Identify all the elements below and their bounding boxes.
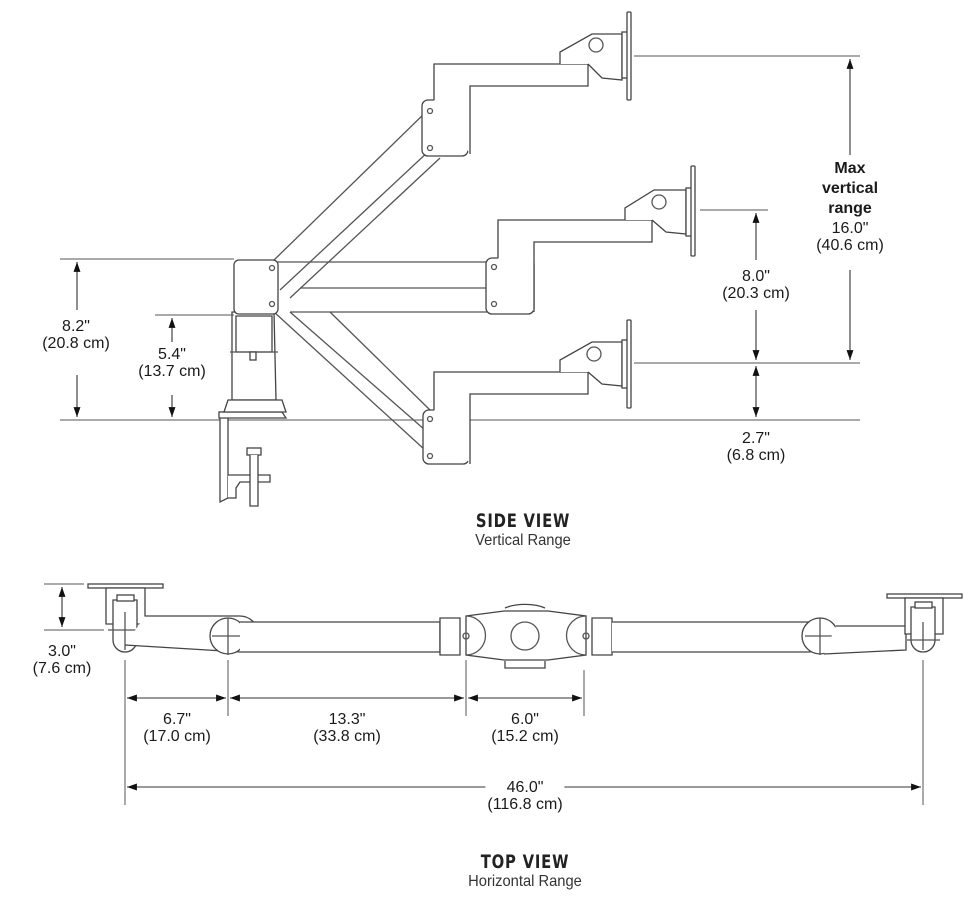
arm-position-bottom (422, 319, 632, 465)
upper-range-label: 8.0" (20.3 cm) (720, 268, 792, 302)
arm-position-top (421, 11, 632, 157)
column-joint (233, 259, 279, 315)
right-main-arm (612, 621, 811, 653)
mounting-pole (223, 311, 287, 413)
arm-links (271, 109, 490, 451)
main-arm-length-label: 13.3" (33.8 cm) (311, 711, 383, 745)
left-main-arm (240, 621, 441, 653)
top-view-title: TOP VIEW Horizontal Range (468, 851, 582, 890)
desk-clamp (218, 411, 288, 507)
right-forearm (823, 625, 907, 655)
depth-label: 3.0" (7.6 cm) (30, 643, 94, 677)
hub-width-label: 6.0" (15.2 cm) (489, 711, 561, 745)
total-span-label: 46.0" (116.8 cm) (485, 779, 565, 813)
right-monitor-mount (886, 593, 963, 653)
max-vertical-range-label: Max vertical range 16.0" (40.6 cm) (814, 160, 886, 254)
pole-height-label: 5.4" (13.7 cm) (136, 346, 208, 380)
side-view-title: SIDE VIEW Vertical Range (475, 510, 571, 549)
forearm-length-label: 6.7" (17.0 cm) (141, 711, 213, 745)
column-height-label: 8.2" (20.8 cm) (40, 318, 112, 352)
side-view-drawing (60, 11, 860, 507)
lower-offset-label: 2.7" (6.8 cm) (724, 430, 788, 464)
top-view-drawing (44, 583, 963, 805)
arm-position-middle (485, 165, 696, 315)
center-hub (462, 603, 590, 669)
